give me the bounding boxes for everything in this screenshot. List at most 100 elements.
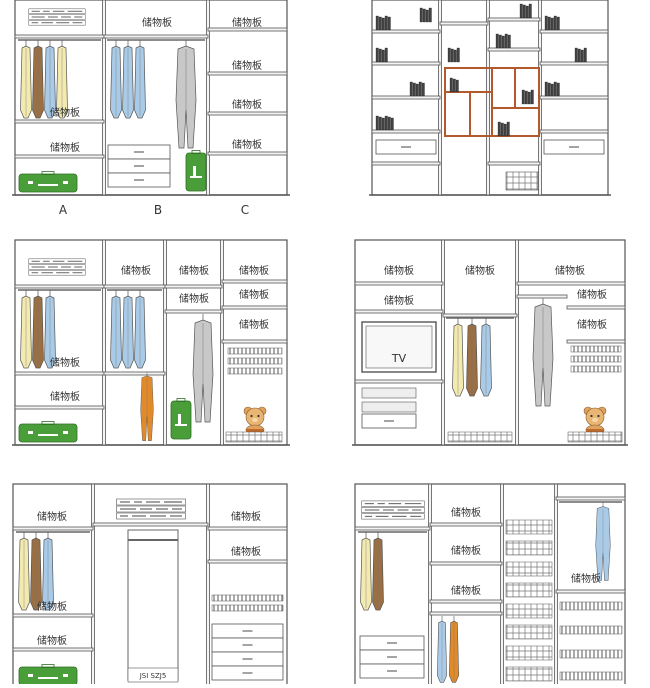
shelf-board (371, 95, 441, 100)
tie-rack (227, 367, 283, 375)
shelf-label: 储物板 (50, 106, 80, 119)
shelf-board (566, 339, 626, 344)
books-icon (390, 117, 394, 131)
books-icon (409, 81, 413, 97)
hanging-shirt-icon (466, 318, 478, 397)
tie-rack (559, 671, 623, 681)
shelf-board (354, 526, 431, 531)
shoe-rack-icon (505, 519, 553, 535)
books-icon (580, 49, 584, 63)
shelf-label: 储物板 (239, 264, 269, 277)
books-icon (507, 34, 511, 49)
shoe-rack-icon (505, 171, 539, 191)
shelf-board (207, 526, 288, 531)
books-icon (500, 122, 504, 137)
shelf-board (354, 379, 444, 384)
folded-clothes-icon (361, 500, 425, 520)
tie-rack (559, 601, 623, 611)
shelf-label: 储物板 (451, 506, 481, 519)
books-icon (550, 17, 554, 31)
shelf-label: 储物板 (50, 390, 80, 403)
shelf-board (487, 47, 541, 52)
shelf-board (14, 371, 105, 376)
shelf-label: 储物板 (577, 318, 607, 331)
hanging-shirt-icon (110, 290, 122, 369)
partition-panel (102, 0, 106, 196)
books-icon (375, 115, 379, 131)
books-icon (553, 15, 557, 31)
books-icon (375, 47, 379, 63)
books-icon (381, 49, 385, 63)
shelf-label: 储物板 (50, 356, 80, 369)
books-icon (527, 91, 531, 105)
column-label-a: A (59, 203, 68, 217)
hanging-shirt-icon (448, 616, 460, 683)
hanging-shirt-icon (122, 40, 134, 119)
tie-rack (559, 625, 623, 635)
hanging-shirt-icon (372, 532, 384, 611)
books-icon (450, 48, 454, 63)
shelf-board (539, 129, 609, 134)
teddy-bear-icon (583, 406, 607, 435)
shelf-board (14, 284, 105, 289)
shelf-board (539, 95, 609, 100)
partition-panel (428, 483, 432, 687)
shelf-board (429, 599, 503, 604)
shoe-rack-icon (505, 540, 553, 556)
shelf-board (221, 339, 288, 344)
shelf-board (516, 281, 626, 286)
shoe-rack-icon (505, 645, 553, 661)
hanging-shirt-icon (42, 532, 54, 611)
shoe-rack-icon (447, 431, 513, 443)
shelf-label: 储物板 (231, 545, 261, 558)
partition-panel (441, 239, 445, 446)
shelf-board (429, 522, 503, 527)
partition-panel (206, 0, 210, 196)
books-icon (375, 15, 379, 31)
partition-panel (102, 239, 106, 446)
shelf-board (371, 29, 441, 34)
hanging-shirt-icon (18, 532, 30, 611)
shoe-rack-icon (567, 431, 623, 443)
shelf-label: 储物板 (239, 318, 269, 331)
shelf-label: 储物板 (384, 264, 414, 277)
column-label-c: C (241, 203, 249, 217)
shelf-board (487, 17, 541, 22)
shelf-label: 储物板 (50, 141, 80, 154)
hanging-shirt-icon (20, 40, 32, 119)
hanging-shirt-icon (44, 40, 56, 119)
hanging-shirt-icon (134, 290, 146, 369)
books-icon (455, 79, 459, 93)
shoe-rack-icon (225, 431, 283, 443)
hanging-shirt-icon (32, 40, 44, 119)
dvd-player-icon (361, 387, 417, 399)
folded-clothes-icon (28, 8, 86, 26)
partition-panel (515, 239, 519, 446)
books-icon (452, 78, 456, 93)
books-icon (453, 49, 457, 63)
books-icon (425, 9, 429, 23)
shoe-rack-icon (505, 582, 553, 598)
shelf-board (12, 647, 94, 652)
hanging-shirt-icon (480, 318, 492, 397)
books-icon (495, 33, 499, 49)
shelf-board (14, 154, 105, 159)
books-icon (456, 47, 460, 63)
partition-panel (500, 483, 504, 687)
shelf-board (207, 71, 288, 76)
hanging-shirt-icon (110, 40, 122, 119)
brand-label: JSI SZJ5 (139, 672, 167, 680)
books-icon (504, 33, 508, 49)
shelf-label: 储物板 (231, 510, 261, 523)
green-suitcase-icon (18, 171, 78, 193)
books-icon (428, 7, 432, 23)
green-suitcase-icon (170, 398, 192, 440)
shelf-board (555, 589, 626, 594)
shelf-board (207, 111, 288, 116)
shelf-board (12, 613, 94, 618)
shelf-label: 储物板 (232, 59, 262, 72)
shelf-board (354, 309, 444, 314)
shelf-label: 储物板 (232, 98, 262, 111)
shelf-label: 储物板 (232, 138, 262, 151)
partition-panel (91, 483, 95, 687)
